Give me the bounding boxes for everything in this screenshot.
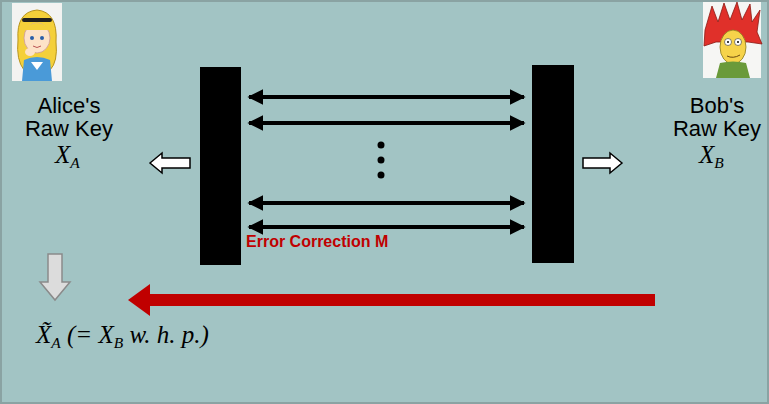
result-arrow	[40, 254, 70, 300]
label-slot: Error Correction M	[246, 234, 486, 251]
channel-arrows	[249, 97, 524, 227]
label-slot: Bob's Raw Key	[670, 94, 764, 140]
bob-device-bar	[532, 65, 574, 263]
alice-device-bar	[200, 67, 241, 265]
label-slot: X̃A (= XB w. h. p.)	[36, 322, 356, 352]
output-arrow-right	[583, 153, 622, 173]
error-correction-label: Error Correction M	[246, 234, 486, 251]
label-slot: XB	[699, 142, 749, 172]
corrected-key-formula: X̃A (= XB w. h. p.)	[36, 322, 356, 352]
party-name: Bob's Raw Key	[670, 94, 764, 140]
output-arrow-left	[150, 153, 190, 173]
label-slot: XA	[55, 142, 105, 172]
error-correction-arrow	[128, 284, 655, 316]
label-slot: Alice's Raw Key	[22, 94, 116, 140]
bob-figure	[703, 2, 762, 78]
key-symbol: XB	[699, 142, 749, 172]
key-symbol: XA	[55, 142, 105, 172]
ellipsis-dots	[378, 142, 385, 179]
party-name: Alice's Raw Key	[22, 94, 116, 140]
alice-figure	[12, 3, 62, 81]
